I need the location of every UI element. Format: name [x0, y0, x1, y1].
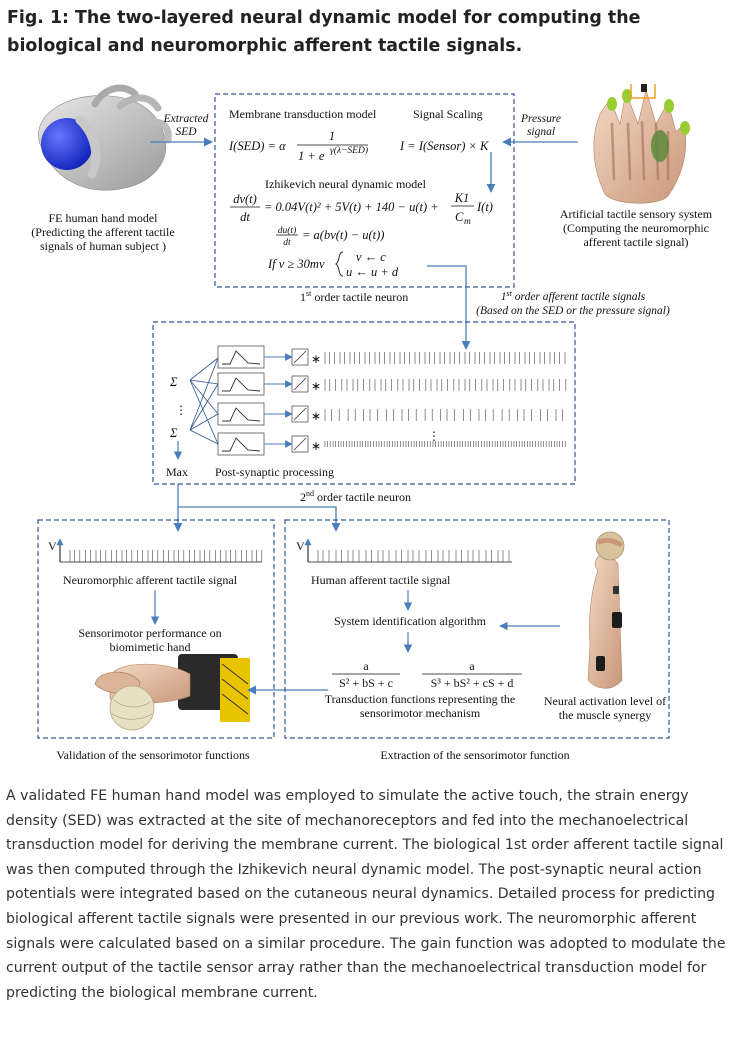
tf-caption-line-1: Transduction functions representing the — [325, 692, 516, 706]
first-order-signal-label-line-2: (Based on the SED or the pressure signal… — [476, 305, 670, 317]
max-label: Max — [166, 465, 188, 479]
system-id-algorithm-label: System identification algorithm — [334, 614, 487, 628]
k1-numerator: K1 — [454, 191, 470, 205]
membrane-eq-denominator: 1 + e — [298, 149, 325, 163]
tf2-numerator: a — [469, 659, 475, 673]
fingertip-highlight-box — [630, 84, 656, 99]
perf-label-line-1: Sensorimotor performance on — [78, 626, 221, 640]
neuromorphic-signal-label: Neuromorphic afferent tactile signal — [63, 573, 238, 587]
perf-label-line-2: biomimetic hand — [110, 640, 191, 654]
arrow-izh-to-second-order — [427, 265, 471, 350]
second-order-box-label: 2nd order tactile neuron — [300, 489, 411, 504]
waveform-row-1 — [217, 345, 309, 369]
post-synaptic-connections — [189, 357, 219, 445]
reset-brace — [334, 251, 344, 277]
tf1-numerator: a — [363, 659, 369, 673]
muscle-label-line-2: the muscle synergy — [559, 708, 651, 722]
neuromorphic-spike-train — [69, 550, 263, 562]
membrane-eq-exponent: γ(λ−SED) — [330, 145, 368, 156]
fe-hand-model-image — [38, 84, 172, 191]
second-order-neuron-box — [152, 321, 576, 485]
membrane-model-title: Membrane transduction model — [229, 107, 377, 121]
dv-denominator: dt — [240, 210, 250, 224]
waveform-row-2 — [217, 372, 309, 396]
dv-rhs: = 0.04V(t)² + 5V(t) + 140 − u(t) + — [264, 200, 439, 214]
figure-caption-title: Fig. 1: The two-layered neural dynamic m… — [7, 8, 641, 56]
convolution-star-4: ∗ — [311, 439, 321, 453]
post-synaptic-waveform-rows — [217, 345, 309, 456]
tf1-denominator: S² + bS + c — [339, 676, 393, 690]
waveform-row-3 — [217, 402, 309, 426]
convolution-star-3: ∗ — [311, 409, 321, 423]
muscle-label-line-1: Neural activation level of — [544, 694, 666, 708]
izhikevich-title: Izhikevich neural dynamic model — [265, 177, 427, 191]
validation-box-label: Validation of the sensorimotor functions — [56, 748, 250, 762]
k1-denominator: C — [455, 210, 464, 224]
artificial-system-label-line-2: (Computing the neuromorphic — [563, 221, 709, 235]
extraction-box-label: Extraction of the sensorimotor function — [380, 748, 569, 762]
biomimetic-hand-image — [94, 654, 250, 731]
extraction-box — [284, 519, 670, 739]
fe-hand-label-line-2: (Predicting the afferent tactile — [31, 225, 174, 239]
k1-subscript: m — [464, 217, 471, 227]
tf2-denominator: S³ + bS² + cS + d — [431, 676, 514, 690]
sum-symbol-top: Σ — [169, 375, 178, 389]
human-signal-label: Human afferent tactile signal — [311, 573, 451, 587]
first-order-neuron-box — [214, 93, 515, 288]
reset-u: u ← u + d — [346, 265, 399, 279]
spike-train-row-3 — [324, 409, 563, 421]
spike-train-row-1 — [324, 352, 566, 364]
extraction-v-axis-label: V — [296, 539, 305, 553]
human-spike-train — [317, 550, 510, 562]
convolution-star-2: ∗ — [311, 379, 321, 393]
artificial-hand-image — [593, 84, 690, 204]
validation-v-axis-label: V — [48, 539, 57, 553]
if-condition: If v ≥ 30mv — [267, 257, 325, 271]
figure-description-paragraph: A validated FE human hand model was empl… — [6, 788, 726, 1001]
pressure-signal-label-line-2: signal — [527, 126, 555, 138]
figure-diagram: FE human hand model (Predicting the affe… — [31, 84, 713, 762]
post-synaptic-label: Post-synaptic processing — [215, 465, 334, 479]
du-rhs: = a(bv(t) − u(t)) — [302, 228, 384, 242]
dv-numerator: dv(t) — [233, 192, 257, 206]
waveform-row-4 — [217, 432, 309, 456]
scaling-equation: I = I(Sensor) × K — [399, 139, 489, 153]
tf-caption-line-2: sensorimotor mechanism — [360, 706, 481, 720]
extracted-sed-label-line-2: SED — [175, 126, 197, 138]
artificial-system-label-line-3: afferent tactile signal) — [583, 235, 688, 249]
validation-box — [37, 519, 275, 739]
extracted-sed-label-line-1: Extracted — [163, 113, 209, 125]
du-numerator: du(t) — [278, 225, 296, 236]
fe-hand-label-line-3: signals of human subject ) — [40, 239, 166, 253]
spike-train-dots: ⋮ — [428, 429, 440, 443]
first-order-signal-label-line-1: 1st order afferent tactile signals — [501, 289, 646, 303]
artificial-system-label-line-1: Artificial tactile sensory system — [560, 207, 713, 221]
spike-train-row-2 — [324, 379, 567, 391]
signal-scaling-title: Signal Scaling — [413, 107, 483, 121]
du-denominator: dt — [283, 238, 291, 248]
sum-dots: ⋮ — [175, 403, 187, 417]
first-order-box-label: 1st order tactile neuron — [300, 289, 408, 304]
figure-1: FE human hand model (Predicting the affe… — [0, 84, 737, 764]
membrane-eq-numerator: 1 — [329, 129, 335, 143]
membrane-eq-lhs: I(SED) = α — [228, 139, 286, 153]
arrow-max-to-extraction — [178, 506, 341, 532]
convolution-star-1: ∗ — [311, 352, 321, 366]
spike-train-row-4 — [324, 441, 566, 447]
sum-symbol-bottom: Σ — [169, 426, 178, 440]
fe-hand-label-line-1: FE human hand model — [49, 211, 159, 225]
reset-v: v ← c — [356, 250, 386, 264]
pressure-signal-label-line-1: Pressure — [520, 113, 561, 125]
k1-tail: I(t) — [476, 200, 493, 214]
human-arm-image — [587, 531, 625, 689]
